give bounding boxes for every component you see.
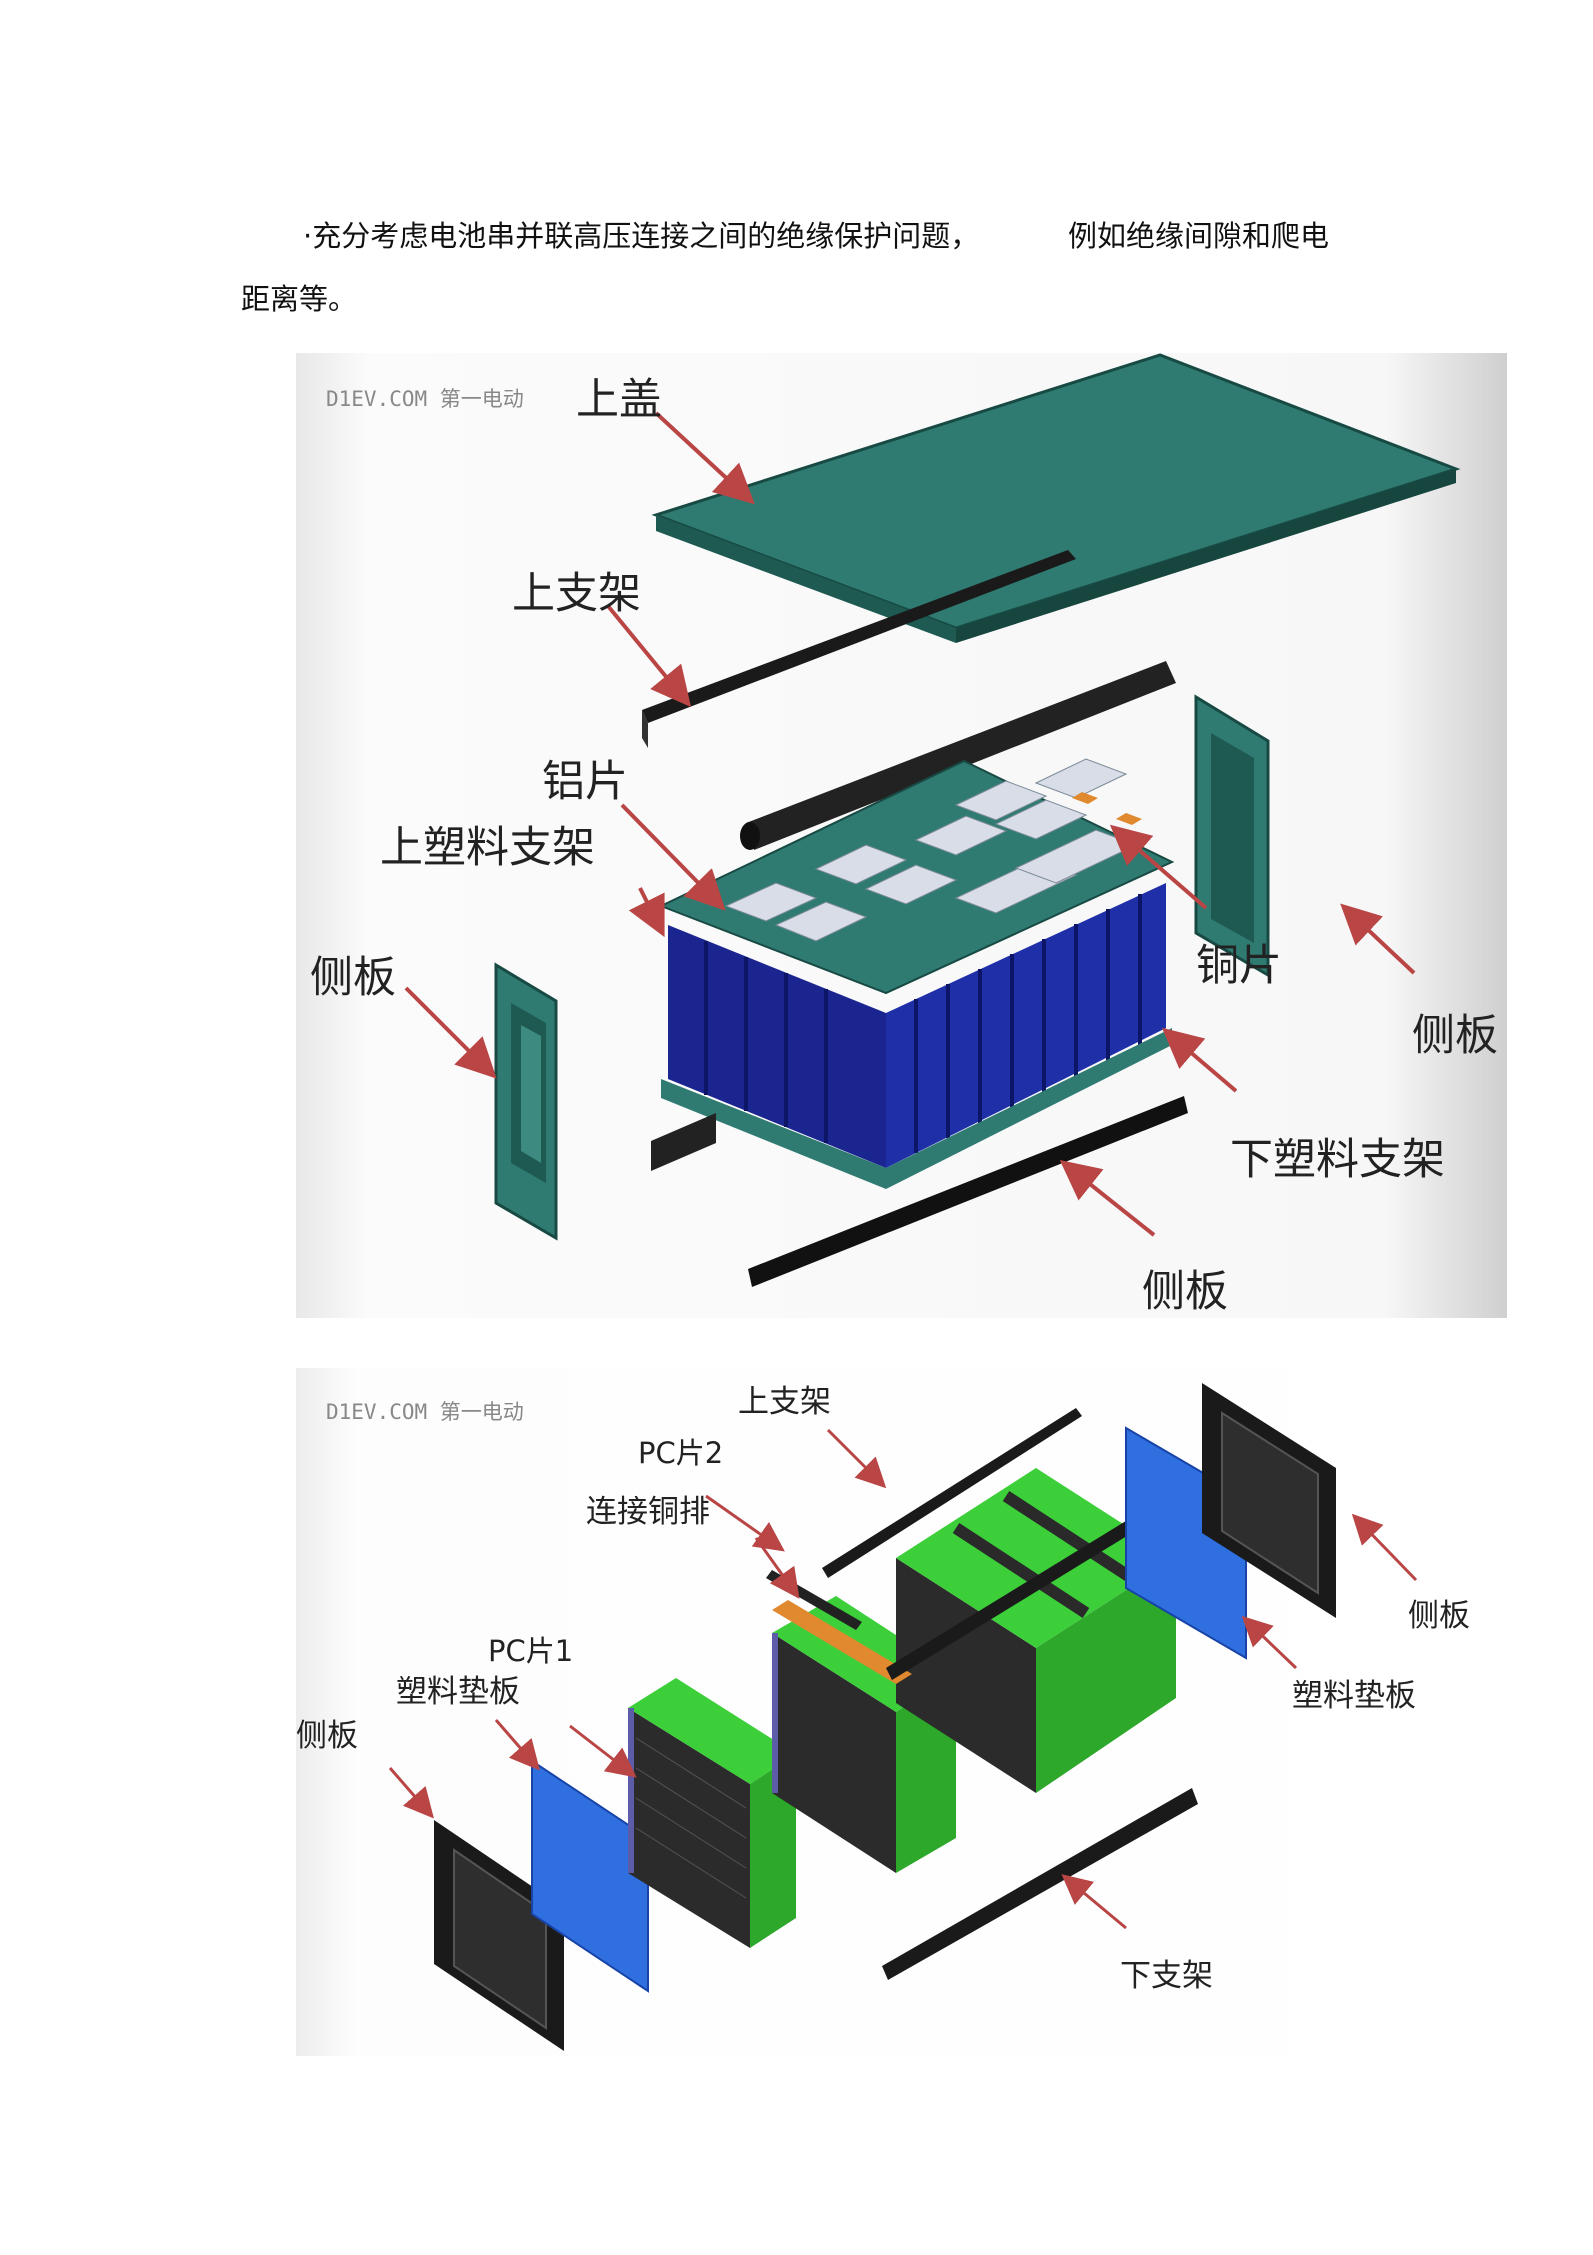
figure-1-exploded-module: D1EV.COM 第一电动 上盖 上支架 铝片 上塑料支架 侧板 铜片 侧板 下… (296, 353, 1507, 1318)
middle-bar (886, 1478, 1202, 1680)
plastic-pad-left (531, 1759, 649, 1993)
label-lower-plastic-bracket: 下塑料支架 (1230, 1135, 1445, 1185)
side-panel-left-black (434, 1820, 564, 2051)
side-panel-right-part (1194, 694, 1270, 978)
figure-2-exploded-module: D1EV.COM 第一电动 上支架 PC片2 连接铜排 PC片1 塑料垫板 侧板… (296, 1368, 1507, 2056)
figure-2-watermark: D1EV.COM 第一电动 (326, 1400, 524, 1424)
label-side-panel-left-2: 侧板 (296, 1718, 358, 1754)
label-aluminum-sheet: 铝片 (542, 757, 628, 807)
top-cover-part (651, 353, 1461, 643)
side-panel-left-part (494, 962, 558, 1241)
label-plastic-pad-left: 塑料垫板 (396, 1674, 520, 1710)
label-side-panel-bottom: 侧板 (1142, 1267, 1228, 1317)
label-pc-sheet-2: PC片2 (638, 1436, 724, 1470)
label-top-cover: 上盖 (576, 375, 662, 425)
side-panel-right-black (1202, 1383, 1336, 1618)
label-upper-plastic-bracket: 上塑料支架 (380, 823, 595, 873)
cell-module-body (658, 758, 1175, 1189)
figure-1-arrows (404, 411, 1416, 1237)
label-side-panel-right: 侧板 (1412, 1011, 1498, 1061)
cell-block-back (896, 1468, 1176, 1793)
label-side-panel-left: 侧板 (310, 953, 396, 1003)
upper-bracket-bar (822, 1408, 1082, 1578)
paragraph-line-1b: 例如绝缘间隙和爬电 (1068, 219, 1330, 253)
figure-2-arrows (388, 1428, 1418, 1930)
long-bar-part (740, 661, 1176, 850)
figure-1-watermark: D1EV.COM 第一电动 (326, 387, 524, 411)
lower-bracket-bar (882, 1788, 1198, 1980)
upper-bracket-part (642, 550, 1076, 748)
label-upper-bracket-2: 上支架 (738, 1384, 831, 1420)
label-upper-bracket: 上支架 (512, 569, 641, 619)
paragraph-line-2: 距离等。 (241, 282, 358, 316)
paragraph-line-1a: ·充分考虑电池串并联高压连接之间的绝缘保护问题， (303, 219, 980, 253)
cell-block-1 (628, 1678, 796, 1948)
label-copper-sheet: 铜片 (1196, 941, 1282, 991)
label-connecting-busbar: 连接铜排 (586, 1494, 710, 1530)
label-pc-sheet-1: PC片1 (488, 1634, 574, 1668)
label-plastic-pad-right: 塑料垫板 (1292, 1678, 1416, 1714)
figure-2-illustration (296, 1368, 1507, 2056)
label-side-panel-right-2: 侧板 (1408, 1598, 1470, 1634)
figure-1-illustration (296, 353, 1507, 1318)
label-lower-bracket: 下支架 (1120, 1958, 1213, 1994)
bottom-bracket-part (651, 1096, 1188, 1287)
